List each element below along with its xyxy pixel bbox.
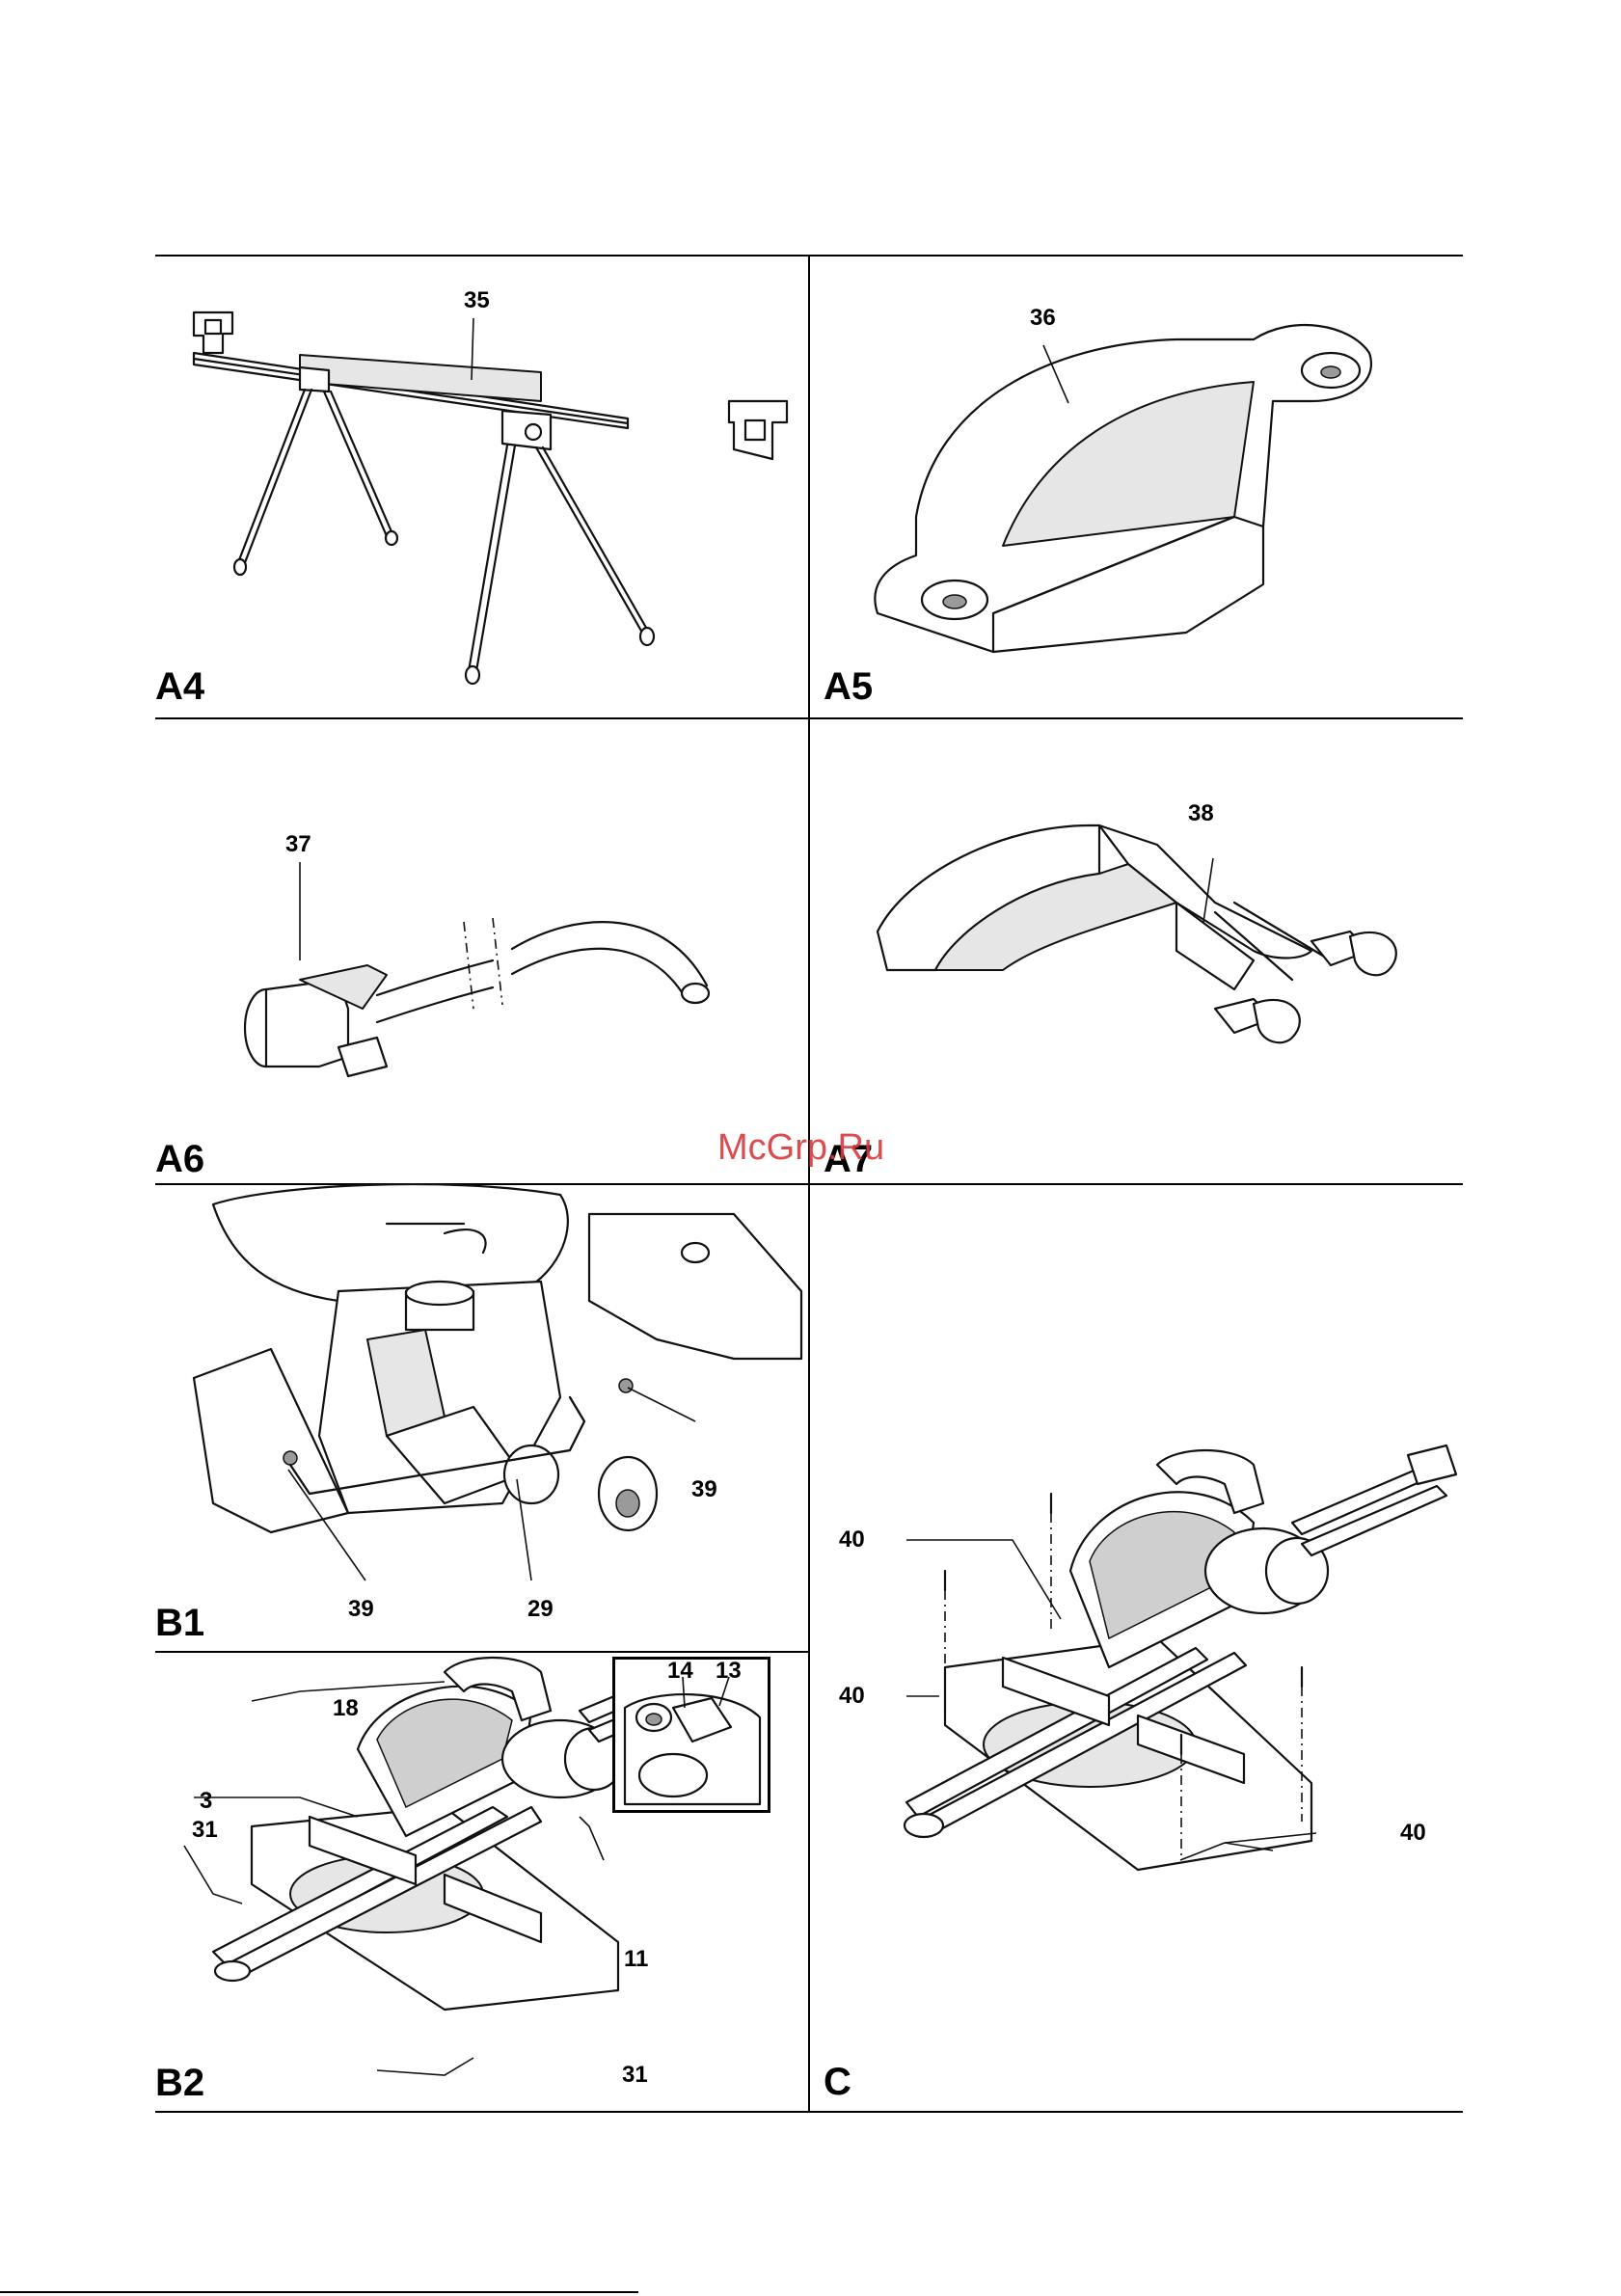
- motor-hex-key-illustration: [155, 1185, 808, 1651]
- callout-14: 14: [667, 1660, 693, 1683]
- callout-36: 36: [1030, 307, 1056, 330]
- panel-a4: 35 A4: [155, 257, 808, 717]
- panel-a5: 36 A5: [810, 257, 1463, 717]
- panel-label-b1: B1: [155, 1604, 204, 1642]
- panel-label-b2: B2: [155, 2064, 204, 2102]
- panel-b1: 39 39 29 B1: [155, 1185, 808, 1651]
- panel-label-c: C: [824, 2063, 851, 2101]
- page-bottom-rule: [0, 2291, 638, 2293]
- callout-39-left: 39: [348, 1598, 374, 1621]
- panel-c: 40 40 40 C: [810, 1185, 1463, 2111]
- callout-40-left: 40: [839, 1685, 865, 1708]
- panel-a7: 38 A7: [810, 719, 1463, 1183]
- panel-label-a5: A5: [824, 667, 873, 706]
- callout-31-bottom: 31: [622, 2064, 648, 2087]
- callout-18: 18: [333, 1697, 359, 1720]
- callout-11: 11: [624, 1948, 648, 1971]
- dust-bag-illustration: [810, 719, 1463, 1183]
- bench-mount-illustration: [810, 1185, 1463, 2111]
- panel-label-a4: A4: [155, 667, 204, 706]
- callout-40-top: 40: [839, 1528, 865, 1552]
- callout-13: 13: [716, 1660, 742, 1683]
- inset-detail: 14 13: [612, 1657, 770, 1813]
- panel-b2: 14 13 18 3 31 11 31 B2: [155, 1653, 808, 2111]
- panel-a6: 37 A6: [155, 719, 808, 1183]
- leg-stand-illustration: [155, 257, 808, 717]
- callout-39-right: 39: [691, 1478, 717, 1501]
- callout-38: 38: [1188, 802, 1214, 825]
- callout-29: 29: [527, 1598, 554, 1621]
- callout-3: 3: [200, 1790, 212, 1813]
- callout-40-right: 40: [1400, 1822, 1426, 1845]
- panel-label-a6: A6: [155, 1140, 204, 1178]
- dust-chute-illustration: [810, 257, 1463, 717]
- dust-hose-illustration: [155, 719, 808, 1183]
- watermark: McGrp.Ru: [717, 1128, 884, 1167]
- callout-37: 37: [285, 833, 311, 856]
- callout-35: 35: [464, 289, 490, 312]
- callout-31-left: 31: [192, 1819, 218, 1842]
